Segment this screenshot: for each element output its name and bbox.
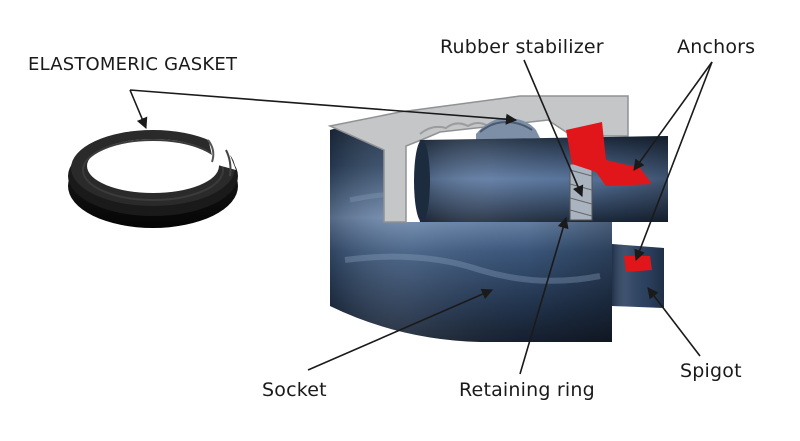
spigot-leader <box>647 287 701 357</box>
elastomeric-gasket-illustration <box>68 130 238 228</box>
leader-lines <box>129 59 713 375</box>
anchor-lower <box>624 256 652 272</box>
socket-leader <box>307 288 494 371</box>
anchors <box>566 122 652 272</box>
gasket-leader-to-seat <box>129 89 518 125</box>
anchors-leader-lower <box>634 61 713 262</box>
socket-pipe <box>330 116 612 342</box>
elastomeric-gasket-label: ELASTOMERIC GASKET <box>28 54 238 75</box>
socket-label: Socket <box>262 379 327 401</box>
anchors-leader-upper <box>633 61 713 171</box>
anchor-upper <box>566 122 652 186</box>
gasket-leader-to-ring <box>129 89 148 130</box>
retaining-ring-leader <box>519 216 569 375</box>
retaining-ring-label: Retaining ring <box>459 379 595 401</box>
stabilizer-leader <box>523 59 584 198</box>
rubber-stabilizer-label: Rubber stabilizer <box>440 36 604 58</box>
anchors-label: Anchors <box>677 36 756 58</box>
spigot-label: Spigot <box>680 360 742 382</box>
